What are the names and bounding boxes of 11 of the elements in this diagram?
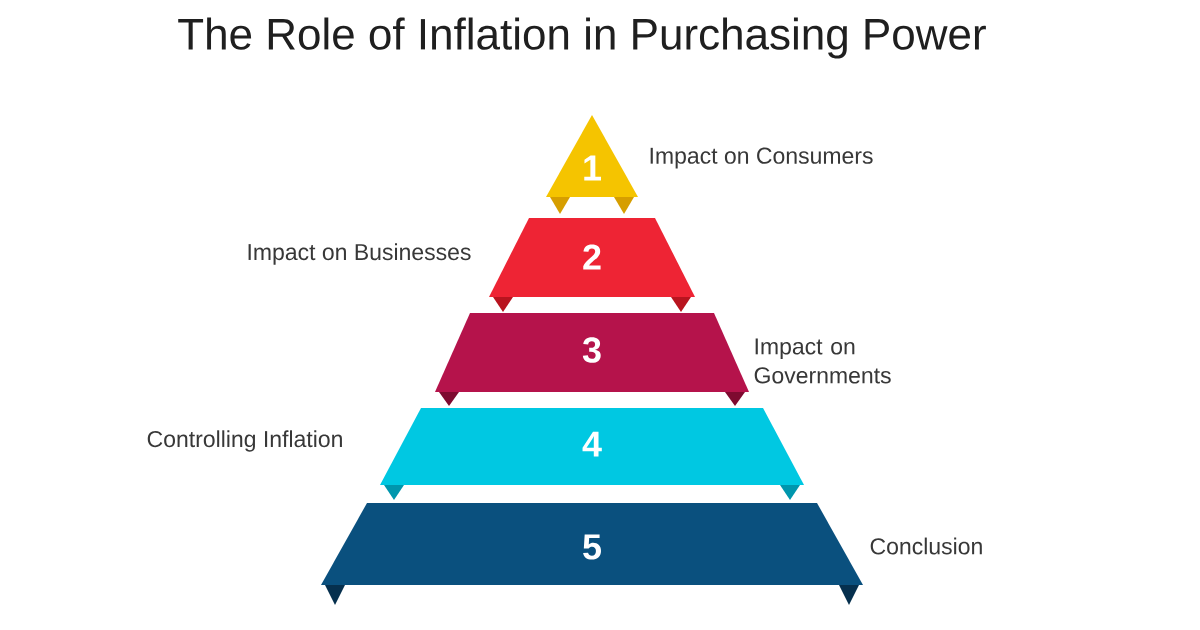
pyramid-tier: 2: [489, 218, 695, 312]
tier-label: Impact on Consumers: [650, 147, 873, 169]
pyramid-tier: 1: [546, 115, 638, 214]
pyramid-tier: 5: [321, 503, 863, 605]
title: The Role of Inflation in Purchasing Power: [178, 17, 986, 59]
tier-label: Controlling Inflation: [147, 430, 342, 452]
tier-label: Conclusion: [870, 537, 982, 555]
tier-label: Impact on Businesses: [248, 243, 471, 265]
tier-label: Impact on Governments: [754, 338, 891, 384]
pyramid-tier: 4: [380, 408, 804, 500]
pyramid-tier: 3: [435, 313, 749, 406]
